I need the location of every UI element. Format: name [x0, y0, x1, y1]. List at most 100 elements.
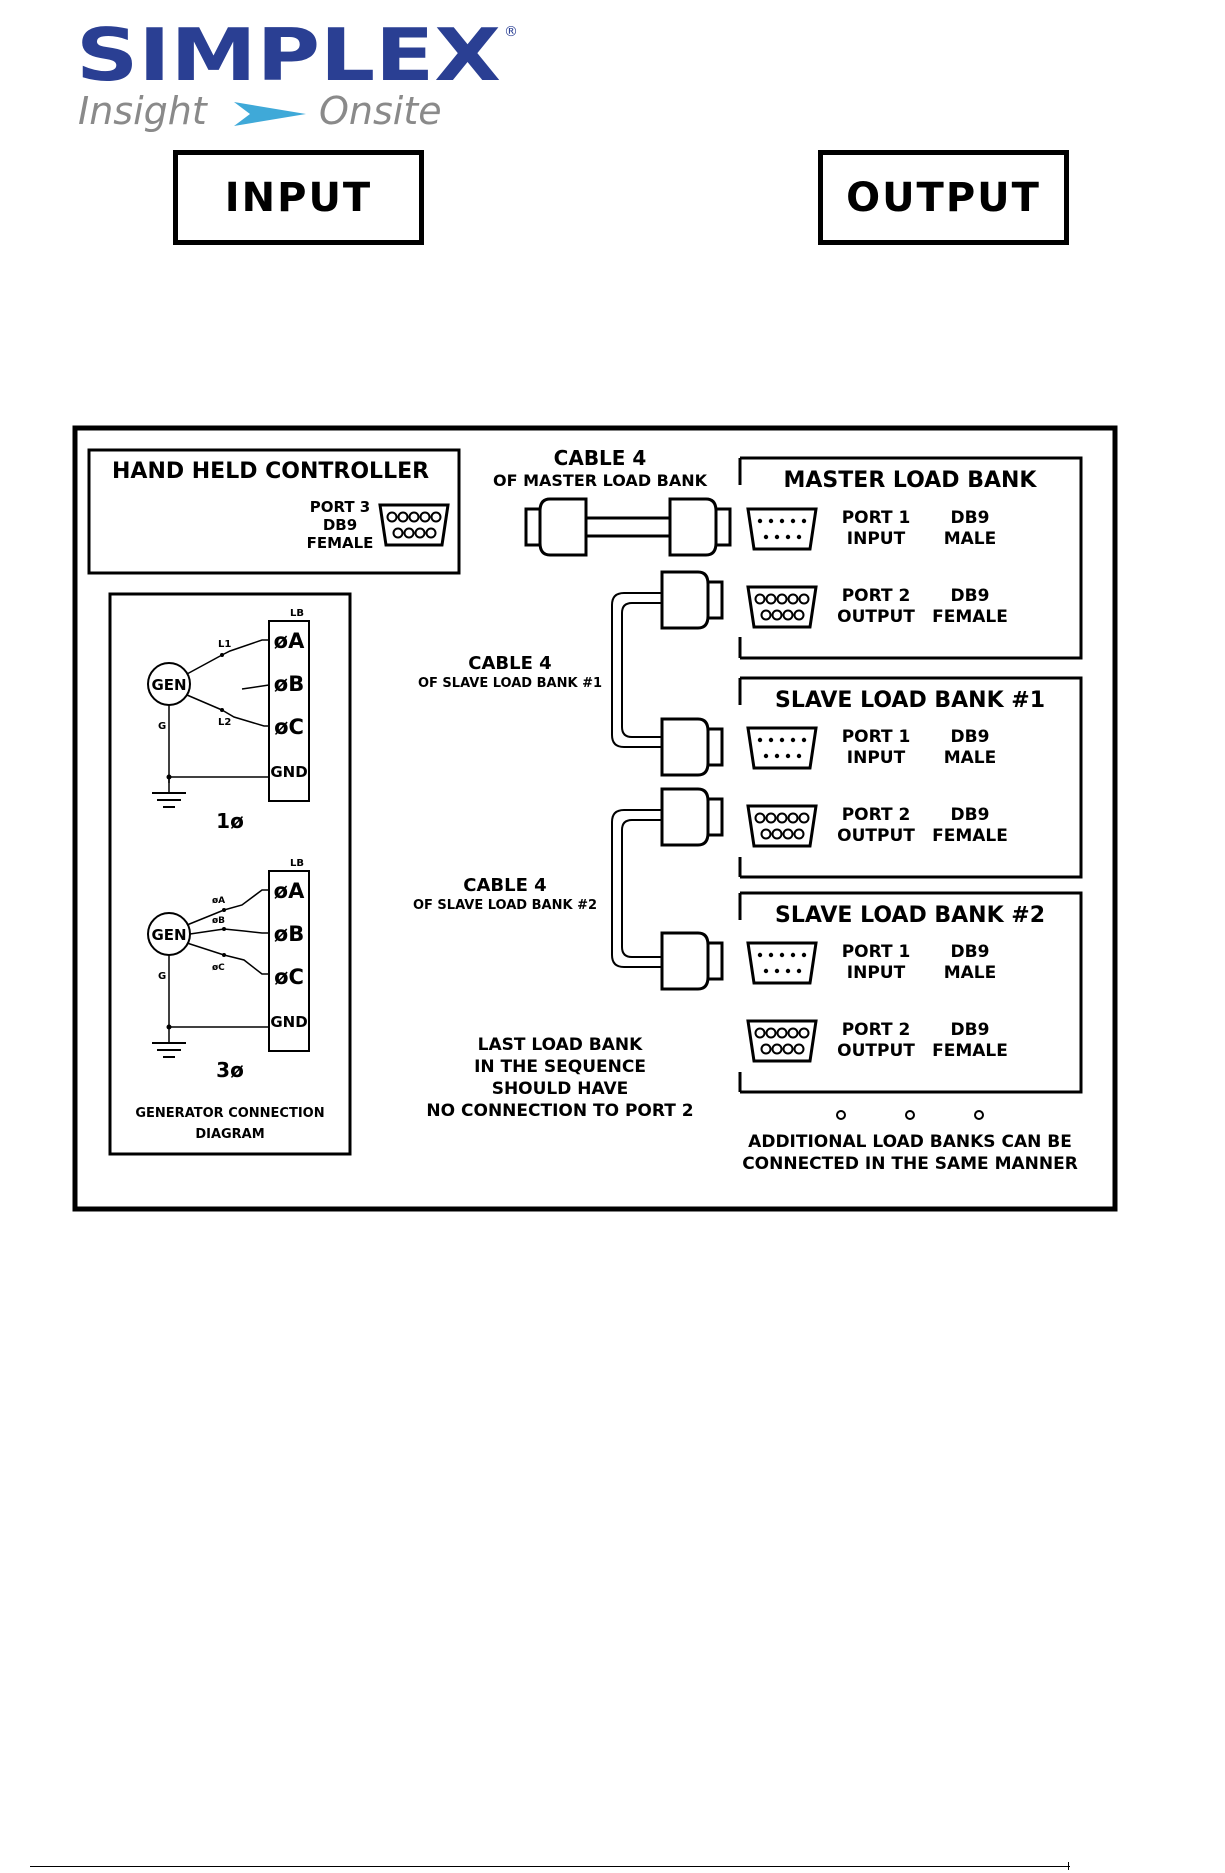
ground-wire-label: G [158, 971, 166, 982]
terminal-phase-a: øA [274, 629, 305, 653]
slave1-port1-male-db9-icon [746, 726, 818, 770]
cable-slave1-line2: OF SLAVE LOAD BANK #1 [418, 676, 602, 691]
load-bank-wiring-diagram: HAND HELD CONTROLLER PORT 3 DB9 FEMALE C… [72, 425, 1118, 1212]
slave2-port2-role: OUTPUT [837, 1041, 915, 1061]
master-load-bank: MASTER LOAD BANK PORT 1 INPUT DB9 MALE P… [738, 456, 1083, 660]
single-phase-wiring: LB øA øB øC GND GEN L1 L2 G [147, 608, 310, 833]
logo-tagline-left: Insight [78, 89, 209, 133]
cable-master-line1: CABLE 4 [554, 446, 647, 470]
three-phase-wiring: LB øA øB øC GND GEN øA øB øC G [147, 858, 310, 1082]
controller-port-type: DB9 [323, 516, 357, 534]
wire-phase-a-label: øA [212, 896, 225, 906]
generator-label: GEN [151, 926, 186, 944]
slave1-port1-name: PORT 1 [842, 727, 911, 747]
slave2-port2-female-db9-icon [746, 1019, 818, 1063]
hand-held-controller: HAND HELD CONTROLLER PORT 3 DB9 FEMALE [87, 448, 461, 575]
master-port1-role: INPUT [847, 529, 906, 549]
ground-symbol-icon [152, 1027, 186, 1058]
slave2-port1-type: DB9 [951, 942, 990, 962]
master-port1-gender: MALE [944, 529, 997, 549]
terminal-phase-c: øC [274, 965, 304, 989]
slave2-port2-gender: FEMALE [932, 1041, 1008, 1061]
continuation-dot-icon [974, 1110, 984, 1120]
cable-slave-2: CABLE 4 OF SLAVE LOAD BANK #2 [413, 787, 724, 991]
input-label-box: INPUT [173, 150, 424, 245]
slave2-port2-type: DB9 [951, 1020, 990, 1040]
slave-load-bank-1: SLAVE LOAD BANK #1 PORT 1 INPUT DB9 MALE… [738, 676, 1083, 879]
lb-label: LB [290, 608, 304, 619]
footer-tick [1068, 1862, 1069, 1870]
terminal-phase-b: øB [274, 672, 304, 696]
generator-connection-diagram: LB øA øB øC GND GEN L1 L2 G [108, 592, 352, 1156]
slave2-port1-role: INPUT [847, 963, 906, 983]
generator-caption-line2: DIAGRAM [195, 1127, 264, 1142]
slave1-port2-gender: FEMALE [932, 826, 1008, 846]
slave1-port1-type: DB9 [951, 727, 990, 747]
output-label: OUTPUT [846, 174, 1041, 221]
additional-note-line2: CONNECTED IN THE SAME MANNER [742, 1154, 1078, 1174]
last-bank-note: LAST LOAD BANK IN THE SEQUENCE SHOULD HA… [426, 1035, 693, 1121]
master-bank-title: MASTER LOAD BANK [784, 468, 1038, 493]
logo-tagline-right: Onsite [319, 89, 442, 133]
additional-note-line1: ADDITIONAL LOAD BANKS CAN BE [748, 1132, 1072, 1152]
slave1-port2-female-db9-icon [746, 804, 818, 848]
footer-rule [30, 1866, 1070, 1867]
cable-slave-1: CABLE 4 OF SLAVE LOAD BANK #1 [418, 570, 724, 777]
master-port1-type: DB9 [951, 508, 990, 528]
terminal-phase-c: øC [274, 715, 304, 739]
lb-label: LB [290, 858, 304, 869]
wire-phase-c-label: øC [212, 963, 225, 973]
master-port2-type: DB9 [951, 586, 990, 606]
slave2-port2-name: PORT 2 [842, 1020, 911, 1040]
logo-brand: SIMPLEX [76, 14, 501, 97]
wire-phase-b-label: øB [212, 916, 225, 926]
wire-l2-label: L2 [218, 717, 231, 728]
terminal-gnd: GND [270, 763, 307, 781]
generator-caption-line1: GENERATOR CONNECTION [135, 1106, 324, 1121]
simplex-logo: SIMPLEX ® Insight Onsite [76, 14, 518, 133]
slave2-port1-male-db9-icon [746, 941, 818, 985]
terminal-phase-b: øB [274, 922, 304, 946]
logo-arrow-icon [234, 102, 306, 126]
slave1-port2-type: DB9 [951, 805, 990, 825]
slave1-port1-role: INPUT [847, 748, 906, 768]
ground-wire-label: G [158, 721, 166, 732]
controller-port-gender: FEMALE [307, 534, 374, 552]
last-note-line3: SHOULD HAVE [492, 1079, 629, 1099]
cable-master-line2: OF MASTER LOAD BANK [493, 471, 708, 490]
terminal-phase-a: øA [274, 879, 305, 903]
cable-slave2-line1: CABLE 4 [463, 875, 546, 896]
slave2-bank-title: SLAVE LOAD BANK #2 [775, 903, 1045, 928]
master-port1-name: PORT 1 [842, 508, 911, 528]
slave1-port2-role: OUTPUT [837, 826, 915, 846]
slave1-bank-title: SLAVE LOAD BANK #1 [775, 688, 1045, 713]
last-note-line1: LAST LOAD BANK [478, 1035, 643, 1055]
generator-label: GEN [151, 676, 186, 694]
slave-load-bank-2: SLAVE LOAD BANK #2 PORT 1 INPUT DB9 MALE… [738, 891, 1083, 1094]
output-label-box: OUTPUT [818, 150, 1069, 245]
additional-banks-note: ADDITIONAL LOAD BANKS CAN BE CONNECTED I… [742, 1110, 1078, 1174]
last-note-line2: IN THE SEQUENCE [474, 1057, 646, 1077]
slave2-port1-name: PORT 1 [842, 942, 911, 962]
continuation-dot-icon [836, 1110, 846, 1120]
master-port2-name: PORT 2 [842, 586, 911, 606]
continuation-dot-icon [905, 1110, 915, 1120]
single-phase-caption: 1ø [216, 809, 244, 833]
three-phase-caption: 3ø [216, 1058, 244, 1082]
slave1-port1-gender: MALE [944, 748, 997, 768]
cable-master: CABLE 4 OF MASTER LOAD BANK [493, 446, 732, 557]
wire-l1-label: L1 [218, 639, 231, 650]
input-label: INPUT [224, 174, 373, 221]
master-port2-female-db9-icon [746, 585, 818, 629]
controller-port-name: PORT 3 [310, 498, 371, 516]
cable-slave2-line2: OF SLAVE LOAD BANK #2 [413, 898, 597, 913]
master-port2-gender: FEMALE [932, 607, 1008, 627]
terminal-gnd: GND [270, 1013, 307, 1031]
controller-title: HAND HELD CONTROLLER [112, 459, 429, 484]
slave1-port2-name: PORT 2 [842, 805, 911, 825]
logo-registered-mark: ® [504, 24, 518, 40]
last-note-line4: NO CONNECTION TO PORT 2 [426, 1101, 693, 1121]
slave2-port1-gender: MALE [944, 963, 997, 983]
ground-symbol-icon [152, 777, 186, 808]
controller-female-db9-icon [378, 503, 450, 547]
